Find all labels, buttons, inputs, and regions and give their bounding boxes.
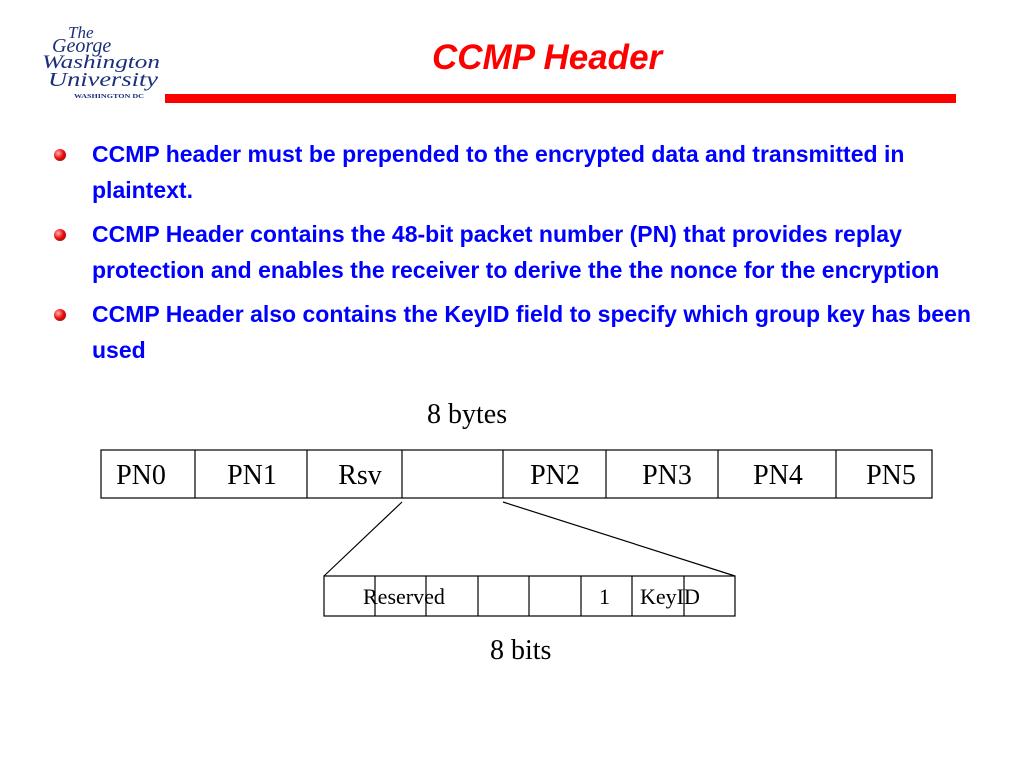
field-pn5: PN5 bbox=[866, 460, 916, 491]
bit-field-keyid: KeyID bbox=[640, 584, 700, 609]
slide-title: CCMP Header bbox=[432, 38, 663, 77]
field-pn1: PN1 bbox=[227, 460, 277, 491]
bits-label: 8 bits bbox=[490, 635, 552, 666]
logo-line-2: George bbox=[52, 35, 111, 57]
field-rsv: Rsv bbox=[338, 460, 382, 491]
bullet-text: CCMP Header contains the 48-bit packet n… bbox=[92, 221, 940, 283]
bullet-dot-icon bbox=[54, 149, 66, 161]
bit-field-reserved: Reserved bbox=[363, 584, 445, 609]
bullet-item: CCMP Header also contains the KeyID fiel… bbox=[50, 296, 980, 368]
field-pn0: PN0 bbox=[116, 460, 166, 491]
bullet-text: CCMP Header also contains the KeyID fiel… bbox=[92, 301, 971, 363]
bullet-item: CCMP Header contains the 48-bit packet n… bbox=[50, 216, 980, 288]
field-pn4: PN4 bbox=[753, 460, 803, 491]
bullet-item: CCMP header must be prepended to the enc… bbox=[50, 136, 980, 208]
logo-line-4: University bbox=[48, 69, 158, 91]
logo-line-3: Washington bbox=[42, 52, 160, 73]
bit-field-one: 1 bbox=[599, 584, 610, 609]
expand-line-left bbox=[323, 501, 403, 577]
bytes-label: 8 bytes bbox=[427, 399, 508, 430]
byte-fields-box bbox=[100, 449, 933, 499]
expand-line-right bbox=[502, 501, 736, 577]
title-underline bbox=[165, 94, 956, 103]
bullet-dot-icon bbox=[54, 309, 66, 321]
bullet-list: CCMP header must be prepended to the enc… bbox=[50, 136, 980, 376]
logo-line-1: The bbox=[68, 23, 94, 42]
bullet-dot-icon bbox=[54, 229, 66, 241]
field-pn3: PN3 bbox=[642, 460, 692, 491]
logo-line-5: WASHINGTON DC bbox=[74, 94, 144, 100]
gwu-logo: The George Washington University WASHING… bbox=[40, 22, 164, 104]
bullet-text: CCMP header must be prepended to the enc… bbox=[92, 141, 905, 203]
field-pn2: PN2 bbox=[530, 460, 580, 491]
